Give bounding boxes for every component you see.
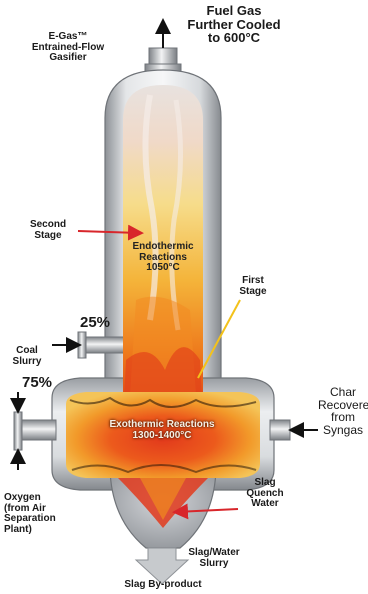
char-label: Char Recovered from Syngas bbox=[318, 386, 368, 436]
first-stage-label: First Stage bbox=[228, 276, 278, 297]
slag-quench-arrow bbox=[176, 509, 238, 512]
oxygen-percent-label: 75% bbox=[22, 374, 52, 391]
slag-quench-label: Slag Quench Water bbox=[238, 478, 292, 510]
second-stage-arrow bbox=[78, 231, 140, 233]
first-stage-line bbox=[198, 300, 240, 378]
coal-slurry-label: Coal Slurry bbox=[4, 346, 50, 367]
slag-byproduct-label: Slag By-product bbox=[108, 580, 218, 591]
gasifier-name-label: E-Gas™ Entrained-Flow Gasifier bbox=[28, 32, 108, 64]
coal-percent-label: 25% bbox=[80, 314, 110, 331]
endothermic-label: Endothermic Reactions 1050°C bbox=[110, 242, 216, 274]
slag-water-label: Slag/Water Slurry bbox=[178, 548, 250, 569]
oxygen-label: Oxygen (from Air Separation Plant) bbox=[4, 493, 84, 535]
fuel-gas-label: Fuel Gas Further Cooled to 600°C bbox=[174, 4, 294, 45]
second-stage-label: Second Stage bbox=[20, 220, 76, 241]
exothermic-label: Exothermic Reactions 1300-1400°C bbox=[82, 420, 242, 441]
